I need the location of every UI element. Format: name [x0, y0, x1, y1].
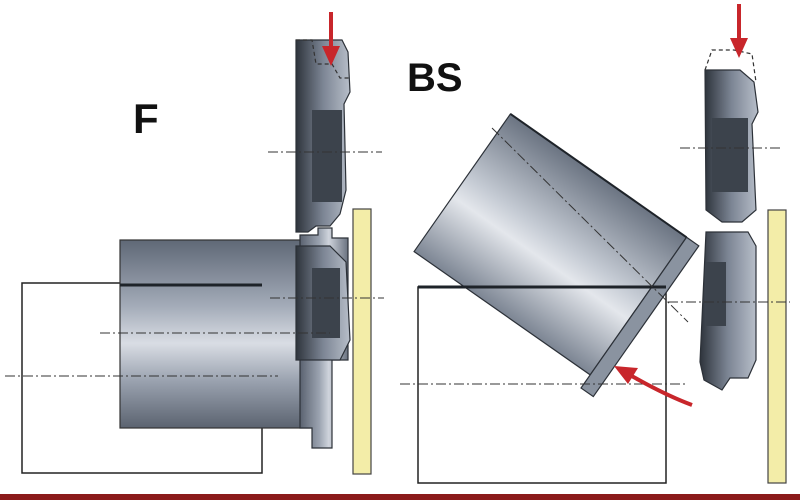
bs-lower-roll-groove [706, 262, 726, 326]
f-backing-plate [352, 208, 372, 475]
bs-feed-arrow-icon [730, 4, 748, 58]
bs-rotation-arrow-icon [614, 366, 693, 407]
bs-tilted-bushing [413, 113, 700, 398]
f-upper-roll-groove [312, 110, 342, 202]
view-label-bs: BS [407, 56, 463, 100]
bs-backing-plate [767, 209, 787, 484]
f-feed-arrow-icon [322, 12, 340, 66]
view-f [5, 12, 384, 475]
view-bs [400, 4, 790, 484]
bottom-bar [0, 494, 800, 500]
bs-upper-roll-dashed-top [704, 49, 757, 83]
bs-upper-roll-groove [712, 118, 748, 192]
view-label-f: F [133, 95, 159, 142]
f-lower-roll-groove [312, 268, 340, 338]
bs-centerlines [400, 127, 790, 385]
f-centerlines [5, 151, 384, 377]
f-bushing-body [119, 239, 311, 429]
